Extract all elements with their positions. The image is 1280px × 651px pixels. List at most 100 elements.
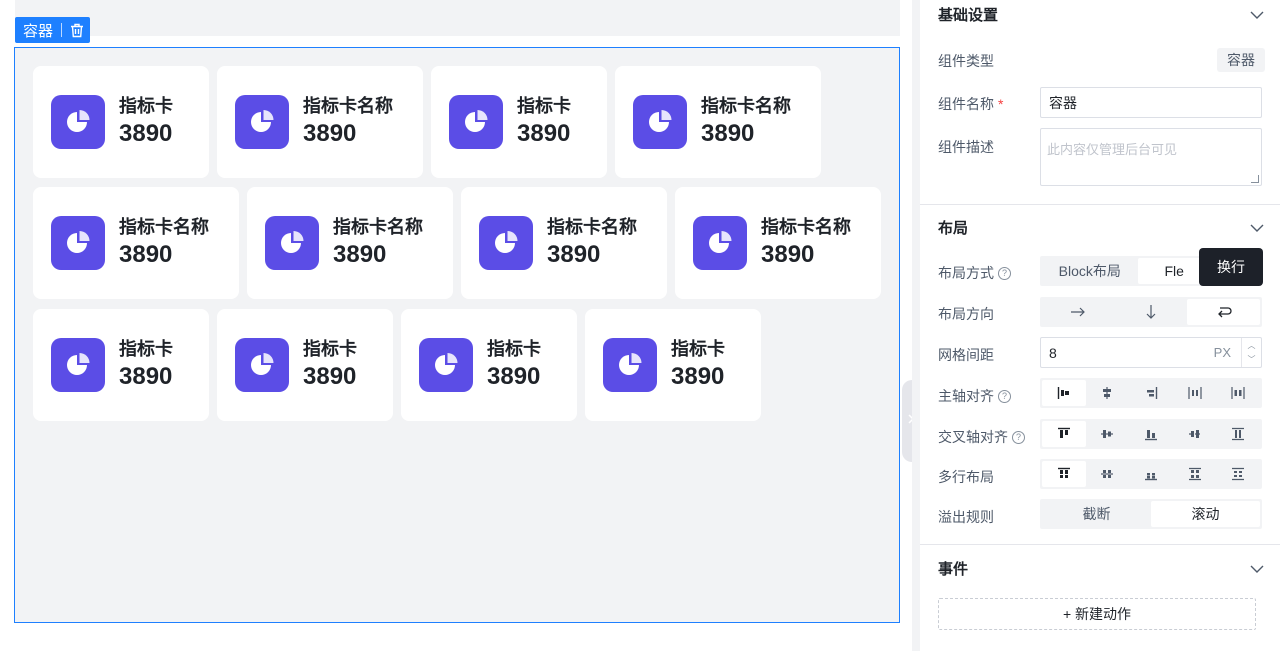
component-desc-textarea[interactable]: 此内容仅管理后台可见: [1040, 128, 1262, 186]
metric-name: 指标卡: [119, 339, 173, 359]
metric-name: 指标卡: [487, 339, 541, 359]
gap-number-input[interactable]: 8 PX ︿ ﹀: [1040, 337, 1262, 368]
main-axis-text: 主轴对齐: [938, 388, 994, 404]
align-start-icon[interactable]: [1042, 421, 1086, 447]
chevron-down-icon: [1250, 6, 1264, 23]
type-label-text: 组件类型: [938, 53, 994, 69]
justify-start-icon[interactable]: [1042, 380, 1086, 406]
gap-value: 8: [1049, 344, 1057, 361]
align-center-icon[interactable]: [1086, 421, 1130, 447]
metric-card[interactable]: 指标卡 3890: [217, 309, 393, 421]
section-basic-title: 基础设置: [938, 6, 999, 24]
multiline-segmented: [1040, 459, 1262, 489]
component-name-value: 容器: [1049, 94, 1077, 111]
metric-value: 3890: [487, 363, 541, 390]
help-icon[interactable]: ?: [1012, 430, 1025, 444]
pie-chart-icon: [419, 338, 473, 392]
metric-name: 指标卡: [303, 339, 357, 359]
metric-card[interactable]: 指标卡 3890: [401, 309, 577, 421]
direction-label: 布局方向: [938, 304, 994, 324]
metric-card[interactable]: 指标卡名称 3890: [461, 187, 667, 299]
help-icon[interactable]: ?: [998, 389, 1011, 403]
section-basic-header[interactable]: 基础设置: [938, 0, 1264, 28]
pie-chart-icon: [51, 338, 105, 392]
metric-name: 指标卡名称: [547, 217, 637, 237]
direction-segmented: [1040, 297, 1262, 327]
pie-chart-icon: [693, 216, 747, 270]
metric-value: 3890: [119, 120, 173, 147]
wrap-icon[interactable]: [1187, 299, 1261, 325]
section-events-header[interactable]: 事件: [938, 554, 1264, 582]
main-axis-label: 主轴对齐 ?: [938, 386, 1011, 406]
multiline-label: 多行布局: [938, 467, 994, 487]
chevron-down-icon[interactable]: ﹀: [1247, 355, 1256, 365]
add-action-button[interactable]: + 新建动作: [938, 598, 1256, 630]
justify-between-icon[interactable]: [1173, 380, 1217, 406]
arrow-down-icon[interactable]: [1115, 299, 1188, 325]
resize-grip-icon[interactable]: [1251, 175, 1259, 183]
pie-chart-icon: [51, 95, 105, 149]
tag-separator: [61, 23, 63, 37]
divider: [920, 204, 1280, 205]
section-layout-title: 布局: [938, 219, 969, 237]
overflow-scroll-option[interactable]: 滚动: [1151, 501, 1260, 527]
cross-axis-text: 交叉轴对齐: [938, 429, 1008, 445]
component-name-input[interactable]: 容器: [1040, 87, 1262, 118]
panel-gutter: [912, 0, 920, 651]
overflow-clip-option[interactable]: 截断: [1082, 506, 1111, 522]
cross-axis-segmented: [1040, 419, 1262, 449]
justify-center-icon[interactable]: [1086, 380, 1130, 406]
properties-panel: 基础设置 组件类型 容器 组件名称 * 容器 组件描述 此内容仅管理后台可见 布…: [920, 0, 1280, 651]
arrow-right-icon[interactable]: [1042, 299, 1115, 325]
metric-value: 3890: [761, 241, 815, 268]
layout-mode-block[interactable]: Block布局: [1058, 263, 1121, 279]
help-icon[interactable]: ?: [998, 266, 1011, 280]
metric-value: 3890: [547, 241, 601, 268]
pie-chart-icon: [235, 95, 289, 149]
content-center-icon[interactable]: [1086, 461, 1130, 487]
type-label: 组件类型: [938, 51, 994, 71]
content-around-icon[interactable]: [1216, 461, 1260, 487]
align-end-icon[interactable]: [1129, 421, 1173, 447]
pie-chart-icon: [603, 338, 657, 392]
content-start-icon[interactable]: [1042, 461, 1086, 487]
pie-chart-icon: [265, 216, 319, 270]
metric-text: 指标卡名称 3890: [547, 215, 637, 271]
metric-value: 3890: [701, 120, 755, 147]
section-events-title: 事件: [938, 560, 969, 578]
type-badge: 容器: [1217, 48, 1265, 72]
justify-end-icon[interactable]: [1129, 380, 1173, 406]
layout-mode-text: 布局方式: [938, 265, 994, 281]
content-between-icon[interactable]: [1173, 461, 1217, 487]
selection-tag-label: 容器: [23, 22, 54, 40]
divider: [920, 544, 1280, 545]
trash-icon[interactable]: [70, 23, 84, 38]
section-layout-header[interactable]: 布局: [938, 213, 1264, 241]
previous-component-strip[interactable]: [15, 0, 900, 36]
chevron-up-icon[interactable]: ︿: [1247, 340, 1256, 350]
wrap-tooltip: 换行: [1199, 248, 1263, 286]
desc-label-text: 组件描述: [938, 139, 994, 155]
metric-value: 3890: [303, 363, 357, 390]
content-end-icon[interactable]: [1129, 461, 1173, 487]
selection-tag: 容器: [15, 17, 91, 43]
justify-around-icon[interactable]: [1216, 380, 1260, 406]
align-stretch-icon[interactable]: [1216, 421, 1260, 447]
multiline-text: 多行布局: [938, 469, 994, 485]
align-baseline-icon[interactable]: [1173, 421, 1217, 447]
